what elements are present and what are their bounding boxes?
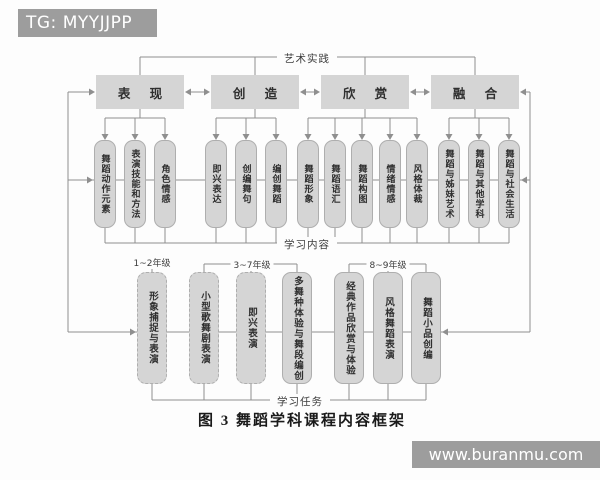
task-label: 风格舞蹈表演 <box>383 296 394 360</box>
task-box: 小型歌舞剧表演 <box>189 272 219 384</box>
band-label-art-practice: 艺术实践 <box>277 51 337 66</box>
content-item-label: 风格体裁 <box>411 164 422 204</box>
content-item-label: 舞蹈与姊妹艺术 <box>443 149 454 219</box>
content-item-label: 情绪情感 <box>384 164 395 204</box>
content-item-box: 舞蹈动作元素 <box>94 140 116 228</box>
category-label: 表 现 <box>117 85 170 101</box>
task-label: 舞蹈小品创编 <box>421 296 432 360</box>
task-box: 多舞种体验与舞段编创 <box>282 272 312 384</box>
category-label: 欣 赏 <box>342 85 395 101</box>
content-item-box: 舞蹈与姊妹艺术 <box>438 140 460 228</box>
band-label-learning-content: 学习内容 <box>277 237 337 252</box>
task-box: 即兴表演 <box>236 272 266 384</box>
content-item-box: 编创舞蹈 <box>265 140 287 228</box>
content-item-box: 舞蹈与其他学科 <box>468 140 490 228</box>
task-label: 小型歌舞剧表演 <box>199 291 210 365</box>
content-item-label: 角色情感 <box>159 164 170 204</box>
category-label: 融 合 <box>452 85 505 101</box>
category-label: 创 造 <box>232 85 285 101</box>
content-item-label: 舞蹈构图 <box>356 164 367 204</box>
category-box-creation: 创 造 <box>211 75 299 109</box>
task-box: 风格舞蹈表演 <box>373 272 403 384</box>
content-item-box: 创编舞句 <box>235 140 257 228</box>
content-item-label: 编创舞蹈 <box>270 164 281 204</box>
content-item-box: 风格体裁 <box>406 140 428 228</box>
content-item-box: 表演技能和方法 <box>124 140 146 228</box>
grade-label-1-2: 1~2年级 <box>130 256 174 269</box>
content-item-label: 舞蹈与其他学科 <box>473 149 484 219</box>
content-item-label: 舞蹈语汇 <box>329 164 340 204</box>
task-box: 形象捕捉与表演 <box>137 272 167 384</box>
band-label-learning-tasks: 学习任务 <box>270 394 330 409</box>
figure-caption: 图 3 舞蹈学科课程内容框架 <box>197 413 407 429</box>
content-item-label: 创编舞句 <box>240 164 251 204</box>
content-item-box: 情绪情感 <box>379 140 401 228</box>
content-item-box: 舞蹈构图 <box>351 140 373 228</box>
content-item-label: 表演技能和方法 <box>129 149 140 219</box>
task-label: 经典作品欣赏与体验 <box>344 280 355 376</box>
content-item-label: 即兴表达 <box>210 164 221 204</box>
content-item-label: 舞蹈与社会生活 <box>503 149 514 219</box>
task-label: 形象捕捉与表演 <box>147 291 158 365</box>
category-box-appreciation: 欣 赏 <box>321 75 409 109</box>
task-label: 多舞种体验与舞段编创 <box>292 275 303 381</box>
content-item-box: 角色情感 <box>154 140 176 228</box>
grade-label-3-7: 3~7年级 <box>230 258 274 271</box>
task-box: 舞蹈小品创编 <box>411 272 441 384</box>
content-item-box: 舞蹈与社会生活 <box>498 140 520 228</box>
category-box-expression: 表 现 <box>96 75 184 109</box>
content-item-box: 舞蹈语汇 <box>324 140 346 228</box>
content-item-box: 即兴表达 <box>205 140 227 228</box>
content-item-label: 舞蹈形象 <box>302 164 313 204</box>
task-box: 经典作品欣赏与体验 <box>334 272 364 384</box>
watermark-bottom-right: www.buranmu.com <box>412 441 600 468</box>
content-item-box: 舞蹈形象 <box>297 140 319 228</box>
category-box-integration: 融 合 <box>431 75 519 109</box>
watermark-top-left: TG: MYYJJPP <box>18 9 157 37</box>
task-label: 即兴表演 <box>246 307 257 349</box>
content-item-label: 舞蹈动作元素 <box>99 154 110 214</box>
grade-label-8-9: 8~9年级 <box>366 258 410 271</box>
